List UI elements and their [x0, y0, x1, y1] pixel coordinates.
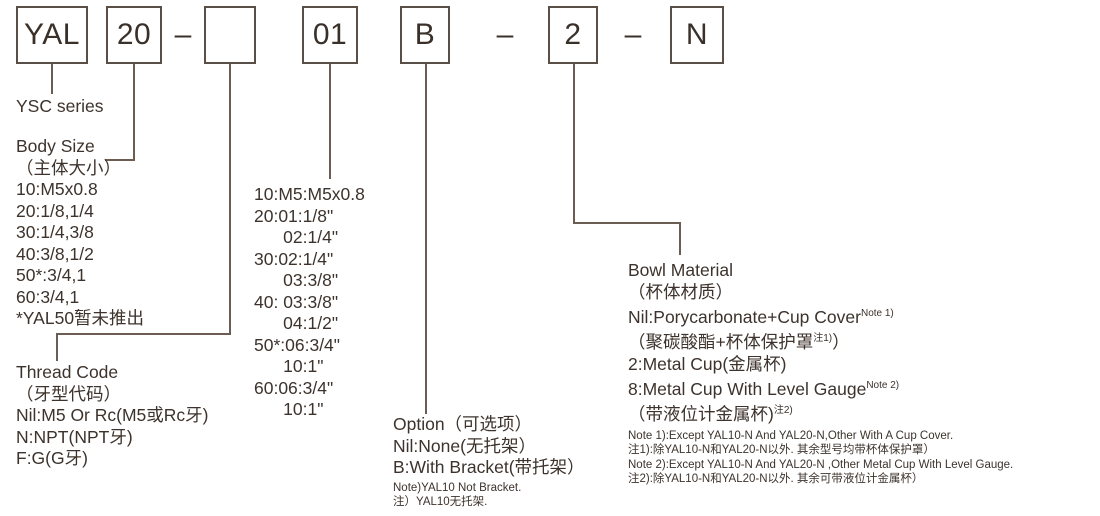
leader-line-bowl-material-horizontal [573, 222, 681, 224]
bowl-material-option-8-en: 8:Metal Cup With Level GaugeNote 2) [628, 375, 1013, 400]
body-size-row: 30:1/4,3/8 [16, 222, 94, 242]
leader-line-thread-code-drop [56, 333, 58, 361]
leader-line-series [51, 64, 53, 94]
leader-line-body-size-vertical [133, 64, 135, 161]
port-size-row: 02:1/4" [254, 227, 339, 247]
bowl-material-option-2: 2:Metal Cup(金属杯) [628, 353, 787, 374]
code-box-bowl-material[interactable]: 2 [548, 6, 598, 64]
bowl-material-note: Note 2):Except YAL10-N And YAL20-N ,Othe… [628, 458, 1014, 471]
dash-separator-1: – [174, 18, 192, 51]
port-size-row: 60:06:3/4" [254, 377, 334, 398]
option-note: 注）YAL10无托架. [393, 496, 488, 508]
body-size-row: 50*:3/4,1 [16, 265, 87, 285]
body-size-row: 20:1/8,1/4 [16, 200, 94, 221]
thread-code-heading-cn: （牙型代码） [16, 383, 121, 404]
bowl-material-note1-marker: Note 1) [860, 308, 894, 319]
body-size-row: 60:3/4,1 [16, 286, 80, 307]
body-size-label: Body Size （主体大小） 10:M5x0.8 20:1/8,1/4 30… [16, 136, 144, 330]
code-box-port-size[interactable]: 01 [302, 6, 358, 64]
thread-code-row: F:G(G牙) [16, 448, 88, 468]
port-size-row: 10:1" [254, 356, 324, 376]
code-box-body-size[interactable]: 20 [106, 6, 162, 64]
port-size-row: 30:02:1/4" [254, 248, 334, 269]
bowl-material-option-8-cn: （带液位计金属杯)注2) [628, 400, 1013, 425]
leader-line-bowl-material-vertical [573, 64, 575, 224]
port-size-row: 40: 03:3/8" [254, 291, 339, 312]
bowl-material-note1-marker-cn: 注1) [813, 333, 833, 345]
bowl-material-note2-marker-cn: 注2) [773, 405, 793, 417]
bowl-material-note: 注2):除YAL10-N和YAL20-N以外. 其余可带液位计金属杯） [628, 473, 924, 486]
thread-code-row: Nil:M5 Or Rc(M5或Rc牙) [16, 405, 209, 425]
bowl-material-heading-en: Bowl Material [628, 260, 734, 280]
port-size-row: 10:M5:M5x0.8 [254, 184, 365, 204]
port-size-row: 10:1" [254, 399, 324, 419]
code-box-thread-code[interactable] [204, 6, 256, 64]
bowl-material-note: Note 1):Except YAL10-N And YAL20-N,Other… [628, 429, 954, 442]
code-box-suffix[interactable]: N [670, 6, 724, 64]
option-note: Note)YAL10 Not Bracket. [393, 481, 522, 494]
leader-line-thread-code-vertical [229, 64, 231, 335]
bowl-material-option-nil-cn-close: ） [832, 332, 850, 353]
bowl-material-option-nil-en-text: Nil:Porycarbonate+Cup Cover [628, 306, 861, 327]
body-size-row: 10:M5x0.8 [16, 179, 98, 199]
bowl-material-option-nil-en: Nil:Porycarbonate+Cup CoverNote 1) [628, 303, 1013, 328]
body-size-heading-cn: （主体大小） [16, 157, 121, 178]
leader-line-option [425, 64, 427, 414]
series-heading: YSC series [16, 96, 104, 116]
thread-code-label: Thread Code （牙型代码） Nil:M5 Or Rc(M5或Rc牙) … [16, 362, 209, 470]
option-row: B:With Bracket(带托架） [393, 457, 585, 477]
bowl-material-heading-cn: （杯体材质） [628, 281, 733, 302]
series-label: YSC series [16, 96, 104, 118]
port-size-row: 50*:06:3/4" [254, 334, 341, 355]
dash-separator-3: – [624, 18, 642, 51]
thread-code-heading-en: Thread Code [16, 362, 119, 382]
bowl-material-label: Bowl Material （杯体材质） Nil:Porycarbonate+C… [628, 260, 1013, 487]
port-size-row: 20:01:1/8" [254, 205, 334, 226]
dash-separator-2: – [496, 18, 514, 51]
option-label: Option（可选项） Nil:None(无托架） B:With Bracket… [393, 414, 585, 510]
code-box-series[interactable]: YAL [16, 6, 88, 64]
leader-line-port-size [329, 64, 331, 179]
port-size-row: 03:3/8" [254, 270, 339, 290]
bowl-material-option-8-en-text: 8:Metal Cup With Level Gauge [628, 378, 867, 399]
thread-code-row: N:NPT(NPT牙) [16, 426, 133, 447]
bowl-material-note2-marker: Note 2) [866, 380, 900, 392]
body-size-row: 40:3/8,1/2 [16, 243, 94, 264]
port-size-label: 10:M5:M5x0.8 20:01:1/8" 02:1/4" 30:02:1/… [254, 184, 365, 421]
body-size-row: *YAL50暂未推出 [16, 308, 145, 328]
bowl-material-note: 注1):除YAL10-N和YAL20-N以外. 其余型号均带杯体保护罩） [628, 444, 935, 457]
option-row: Nil:None(无托架） [393, 435, 536, 456]
bowl-material-option-8-cn-text: （带液位计金属杯) [628, 404, 774, 425]
leader-line-bowl-material-drop [679, 222, 681, 255]
code-box-option[interactable]: B [400, 6, 450, 64]
bowl-material-option-nil-cn-text: （聚碳酸酯+杯体保护罩 [628, 332, 814, 353]
bowl-material-option-nil-cn: （聚碳酸酯+杯体保护罩注1)） [628, 328, 1013, 353]
port-size-row: 04:1/2" [254, 313, 339, 333]
body-size-heading-en: Body Size [16, 136, 95, 156]
leader-line-body-size-horizontal [105, 159, 135, 161]
option-heading: Option（可选项） [393, 414, 533, 434]
leader-line-thread-code-horizontal [56, 333, 231, 335]
